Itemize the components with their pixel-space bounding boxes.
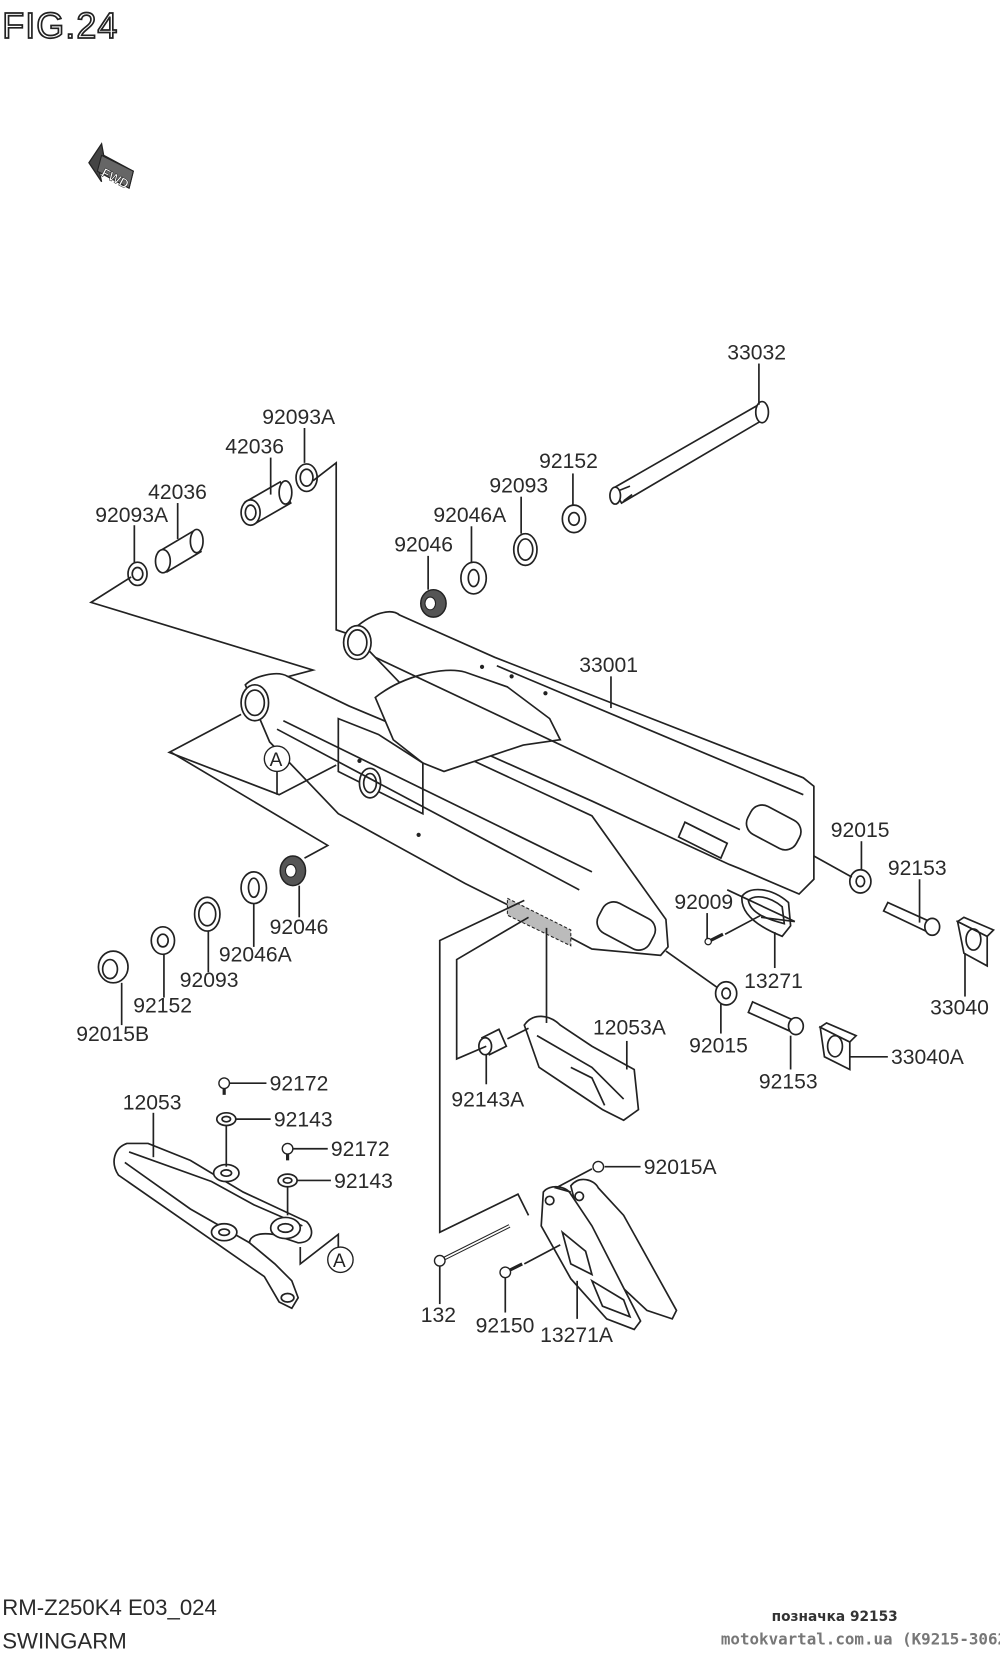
chain-tensioner-plate-icon xyxy=(741,888,792,938)
callout-92015-mid: 92015 xyxy=(689,1035,748,1058)
washer-icon xyxy=(277,1173,298,1188)
sleeve-icon xyxy=(154,528,204,574)
reference-marker-a-lower: A xyxy=(333,1251,346,1272)
callout-92093-low: 92093 xyxy=(180,969,239,992)
bolt-icon xyxy=(747,1000,805,1036)
callout-33001: 33001 xyxy=(579,654,638,677)
stamp-caption: позначка 92153 xyxy=(772,1609,898,1625)
screw-icon xyxy=(218,1077,231,1095)
forward-arrow-icon: FWD xyxy=(88,142,135,192)
bolt-icon xyxy=(882,901,941,937)
chain-guide-icon xyxy=(523,1015,640,1122)
chain-adjuster-block-icon xyxy=(818,1022,858,1071)
collar-icon xyxy=(561,504,587,534)
callout-92153-right: 92153 xyxy=(888,857,947,880)
chain-adjuster-block-icon xyxy=(955,916,996,968)
callout-42036-left: 42036 xyxy=(148,481,207,504)
seal-icon xyxy=(127,561,148,587)
callout-92143-b: 92143 xyxy=(334,1170,393,1193)
reference-marker-a: A xyxy=(270,750,283,771)
callout-12053A: 12053A xyxy=(593,1017,667,1040)
callout-92009: 92009 xyxy=(674,891,733,914)
callout-92046A-low: 92046A xyxy=(219,944,293,967)
flange-nut-icon xyxy=(97,950,129,984)
callout-132: 132 xyxy=(421,1304,456,1327)
callout-92172-b: 92172 xyxy=(331,1138,390,1161)
callout-92046-top: 92046 xyxy=(394,534,453,557)
callout-13271: 13271 xyxy=(744,970,803,993)
bolt-icon xyxy=(433,1224,511,1267)
callout-33040A: 33040A xyxy=(891,1046,965,1069)
screw-icon xyxy=(281,1142,294,1161)
flange-nut-icon xyxy=(848,868,872,894)
pivot-shaft-icon xyxy=(609,400,770,505)
callout-92015A: 92015A xyxy=(644,1156,718,1179)
callout-92153-mid: 92153 xyxy=(759,1071,818,1094)
callout-33040: 33040 xyxy=(930,997,989,1020)
callout-92143A: 92143A xyxy=(451,1088,525,1111)
screw-icon xyxy=(499,1262,523,1279)
bearing-ring-icon xyxy=(240,871,268,905)
callout-92046A-top: 92046A xyxy=(433,504,507,527)
section-name: SWINGARM xyxy=(2,1629,127,1654)
callout-92093-top: 92093 xyxy=(489,474,548,497)
model-code: RM-Z250K4 E03_024 xyxy=(2,1595,217,1620)
callout-12053: 12053 xyxy=(123,1092,182,1115)
reference-circle-a-lower xyxy=(327,1246,354,1274)
flange-nut-icon xyxy=(714,980,738,1006)
stamp-source: motokvartal.com.ua (K9215-30620) xyxy=(721,1629,1000,1648)
callout-92172-a: 92172 xyxy=(270,1073,329,1096)
figure-title: FIG.24 xyxy=(2,5,118,46)
callout-92046-low: 92046 xyxy=(270,916,329,939)
bearing-ring-icon xyxy=(460,561,488,595)
callout-92093A-top: 92093A xyxy=(262,406,336,429)
chain-slider-icon xyxy=(113,1142,313,1310)
callout-92152-top: 92152 xyxy=(539,450,598,473)
callout-92015B: 92015B xyxy=(76,1023,149,1046)
callout-92093A-left: 92093A xyxy=(95,504,169,527)
callout-92015-right: 92015 xyxy=(831,819,890,842)
chain-guide-plate-icon xyxy=(540,1178,678,1331)
swingarm-icon xyxy=(240,611,815,957)
callout-92150: 92150 xyxy=(476,1315,535,1338)
seal-icon xyxy=(295,463,319,493)
sleeve-icon xyxy=(240,479,293,527)
screw-icon xyxy=(704,932,724,946)
callout-42036-top: 42036 xyxy=(225,435,284,458)
callout-33032: 33032 xyxy=(727,341,786,364)
callout-92143-a: 92143 xyxy=(274,1109,333,1132)
collar-icon xyxy=(150,925,176,956)
washer-icon xyxy=(215,1111,237,1127)
callout-92152-low: 92152 xyxy=(133,994,192,1017)
collar-icon xyxy=(478,1028,508,1056)
small-nut-icon xyxy=(592,1160,605,1173)
callout-13271A: 13271A xyxy=(540,1324,614,1347)
